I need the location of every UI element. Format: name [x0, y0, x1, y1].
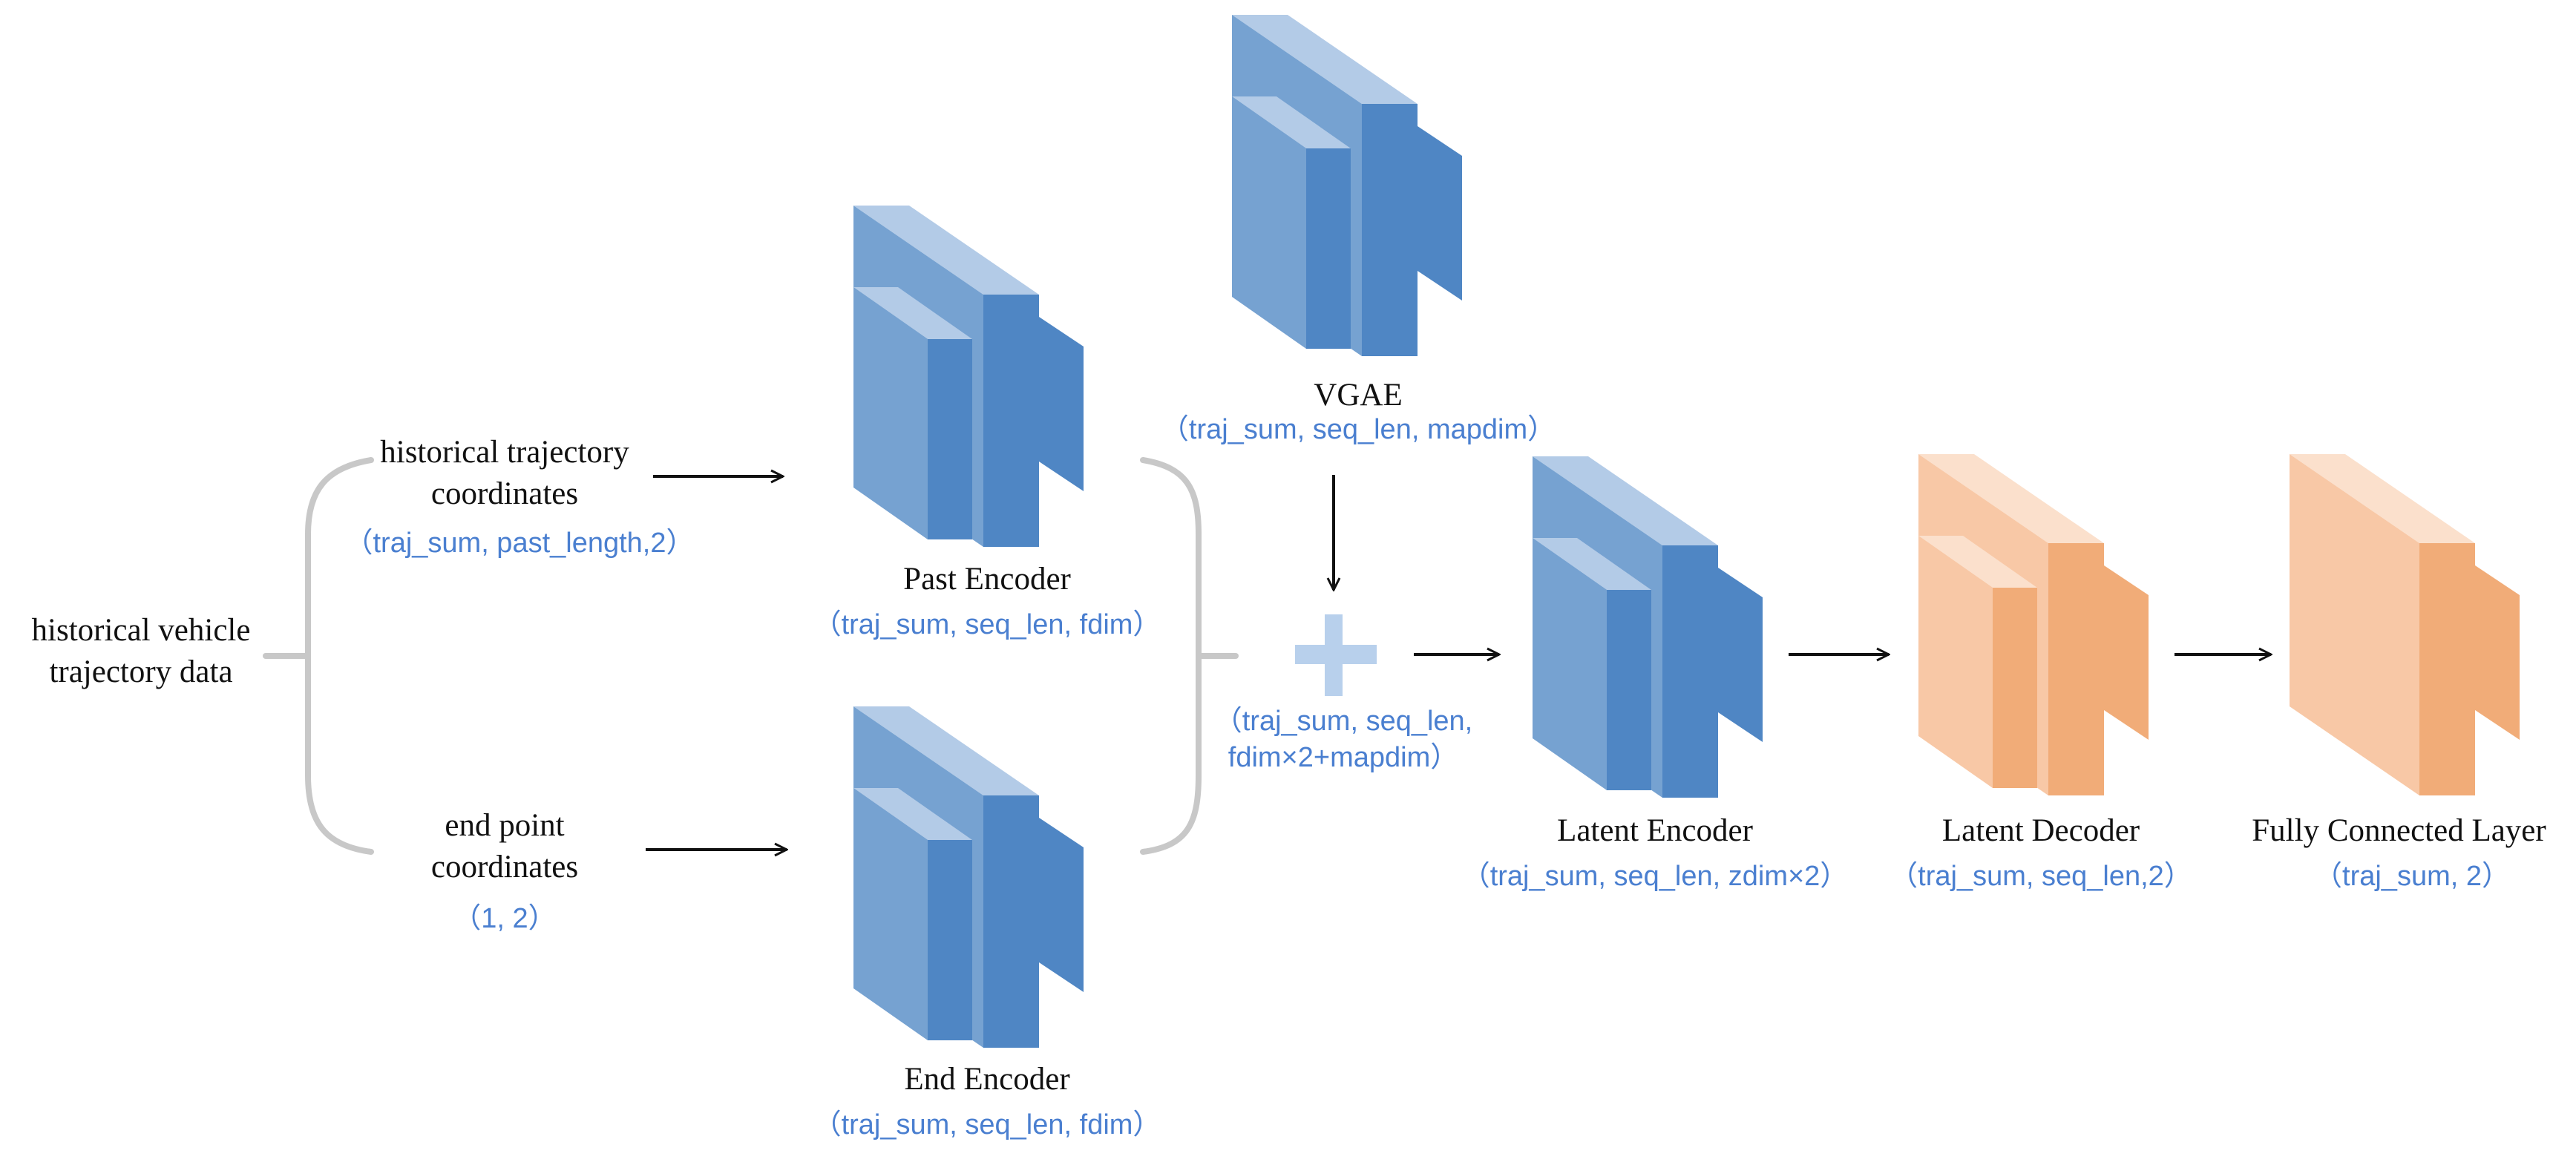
- vgae-label: VGAE: [1314, 378, 1403, 413]
- fc-layer-dims: （traj_sum, 2）: [2314, 861, 2510, 892]
- endpoint-branch-line1: end point: [445, 808, 565, 843]
- encoder-bracket: [1140, 457, 1239, 855]
- concat-dims: （traj_sum, seq_len, fdim×2+mapdim）: [1158, 703, 1529, 777]
- vgae-block: [1232, 15, 1462, 356]
- end-encoder-dims: （traj_sum, seq_len, fdim）: [813, 1109, 1161, 1140]
- latent-decoder-block: [1918, 454, 2149, 795]
- input-label: historical vehicle trajectory data: [15, 610, 267, 693]
- concat-dims-line1: （traj_sum, seq_len,: [1213, 706, 1473, 737]
- past-encoder-dims: （traj_sum, seq_len, fdim）: [813, 609, 1161, 640]
- history-branch-dims: （traj_sum, past_length,2）: [344, 528, 695, 559]
- past-encoder-block: [853, 206, 1084, 547]
- input-label-line1: historical vehicle: [31, 613, 251, 648]
- input-label-line2: trajectory data: [49, 654, 233, 689]
- history-branch-label: historical trajectory coordinates: [341, 432, 668, 515]
- latent-encoder-label: Latent Encoder: [1557, 813, 1753, 848]
- history-branch-line1: historical trajectory: [380, 435, 629, 470]
- fc-layer-block: [2290, 454, 2520, 795]
- latent-encoder-block: [1533, 456, 1763, 798]
- concat-plus-icon: [1295, 614, 1377, 696]
- endpoint-branch-label: end point coordinates: [371, 805, 638, 888]
- history-branch-line2: coordinates: [430, 476, 579, 511]
- end-encoder-block: [853, 706, 1084, 1048]
- latent-decoder-label: Latent Decoder: [1941, 813, 2140, 848]
- latent-decoder-dims: （traj_sum, seq_len,2）: [1890, 861, 2192, 892]
- end-encoder-label: End Encoder: [904, 1062, 1070, 1097]
- past-encoder-label: Past Encoder: [903, 562, 1071, 597]
- fc-layer-label: Fully Connected Layer: [2252, 813, 2546, 848]
- input-bracket: [263, 457, 374, 855]
- endpoint-branch-dims: （1, 2）: [453, 903, 557, 934]
- endpoint-branch-line2: coordinates: [430, 849, 579, 884]
- latent-encoder-dims: （traj_sum, seq_len, zdim×2）: [1461, 861, 1849, 892]
- arrows: [646, 475, 2271, 850]
- vgae-dims: （traj_sum, seq_len, mapdim）: [1160, 414, 1556, 445]
- concat-dims-line2: fdim×2+mapdim）: [1228, 742, 1459, 774]
